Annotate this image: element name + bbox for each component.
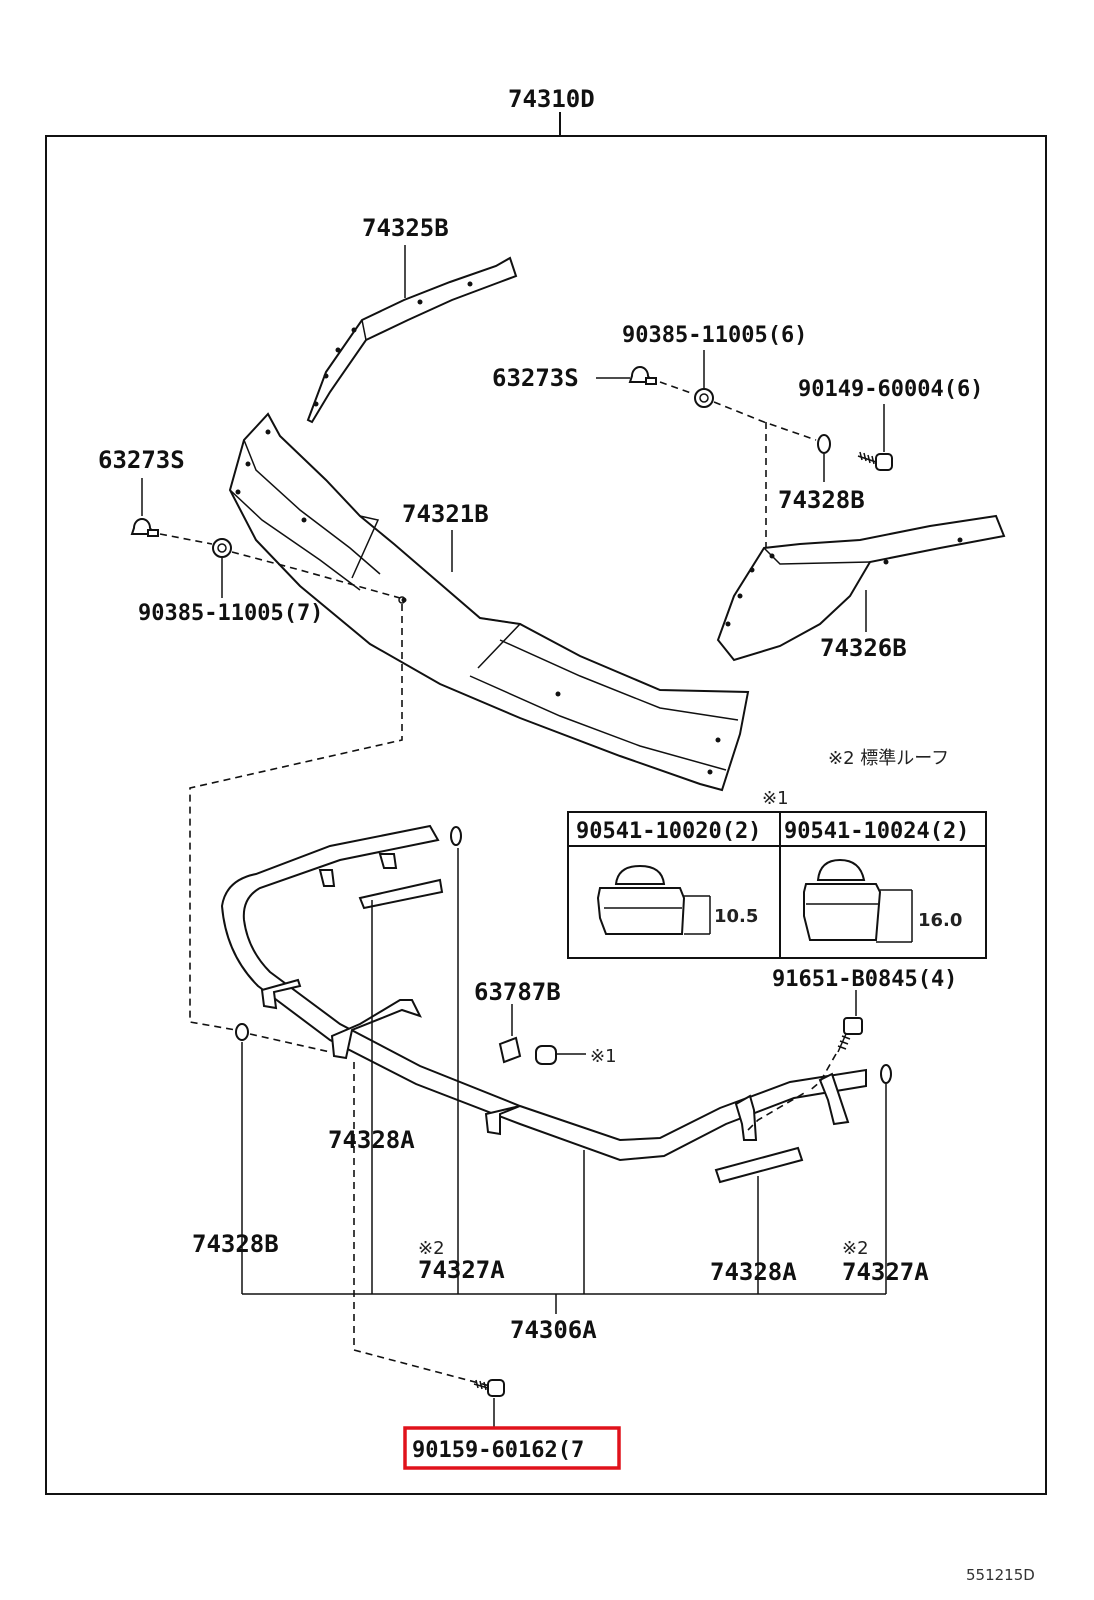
washer-right-part[interactable] bbox=[817, 434, 831, 454]
nut-left-part[interactable] bbox=[212, 538, 232, 558]
label-screw-right[interactable]: 90149-60004(6) bbox=[798, 377, 983, 402]
label-nut-right[interactable]: 90385-11005(6) bbox=[622, 323, 807, 348]
label-pad-right[interactable]: 74328A bbox=[710, 1258, 797, 1286]
pad-right-lower-part[interactable] bbox=[714, 1146, 804, 1184]
nut-right-part[interactable] bbox=[694, 388, 714, 408]
bolt-right-part[interactable] bbox=[837, 1017, 863, 1053]
center-cover-part[interactable] bbox=[228, 412, 750, 792]
label-upper-left-cover[interactable]: 74325B bbox=[362, 214, 449, 242]
upper-left-cover-part[interactable] bbox=[306, 256, 518, 424]
note-pad-far-right: ※2 bbox=[842, 1238, 869, 1259]
label-cap[interactable]: 63787B bbox=[474, 978, 561, 1006]
pad-center-clip-part[interactable] bbox=[450, 826, 462, 846]
label-assembly[interactable]: 74310D bbox=[508, 85, 595, 113]
label-clip-right[interactable]: 63273S bbox=[492, 364, 579, 392]
note-standard-roof: ※2 標準ルーフ bbox=[828, 748, 949, 769]
screw-bottom-part[interactable] bbox=[473, 1379, 505, 1397]
clip-right-part[interactable] bbox=[628, 366, 657, 385]
dim-10-5: 10.5 bbox=[714, 906, 758, 927]
label-screw-bottom[interactable]: 90159-60162(7 bbox=[412, 1438, 584, 1463]
screw-right-part[interactable] bbox=[857, 451, 893, 471]
pad-far-right-clip-part[interactable] bbox=[880, 1064, 892, 1084]
label-pad-left[interactable]: 74328A bbox=[328, 1126, 415, 1154]
cap-note: ※1 bbox=[590, 1046, 617, 1067]
label-frame[interactable]: 74306A bbox=[510, 1316, 597, 1344]
washer-left-part[interactable] bbox=[235, 1023, 249, 1041]
footer-code: 551215D bbox=[966, 1566, 1035, 1584]
label-nut-left[interactable]: 90385-11005(7) bbox=[138, 601, 323, 626]
label-pad-center[interactable]: 74327A bbox=[418, 1256, 505, 1284]
label-washer-right[interactable]: 74328B bbox=[778, 486, 865, 514]
table-header-2[interactable]: 90541-10024(2) bbox=[784, 819, 969, 844]
note-1: ※1 bbox=[762, 788, 789, 809]
assembly-frame bbox=[45, 135, 1047, 1495]
label-bolt-right[interactable]: 91651-B0845(4) bbox=[772, 967, 957, 992]
cap-part[interactable] bbox=[498, 1036, 586, 1065]
highlight-box bbox=[403, 1426, 621, 1470]
dim-16-0: 16.0 bbox=[918, 910, 962, 931]
clip-left-part[interactable] bbox=[130, 518, 159, 537]
frame-part[interactable] bbox=[220, 824, 867, 1162]
cap-size-table: 90541-10020(2) 90541-10024(2) 10.5 16.0 bbox=[567, 811, 987, 959]
pad-left-upper-part[interactable] bbox=[358, 878, 444, 910]
label-center-cover[interactable]: 74321B bbox=[402, 500, 489, 528]
label-right-cover[interactable]: 74326B bbox=[820, 634, 907, 662]
note-pad-center: ※2 bbox=[418, 1238, 445, 1259]
table-header-1[interactable]: 90541-10020(2) bbox=[576, 819, 761, 844]
label-washer-left[interactable]: 74328B bbox=[192, 1230, 279, 1258]
label-clip-left[interactable]: 63273S bbox=[98, 446, 185, 474]
label-pad-far-right[interactable]: 74327A bbox=[842, 1258, 929, 1286]
right-cover-part[interactable] bbox=[716, 514, 1006, 662]
